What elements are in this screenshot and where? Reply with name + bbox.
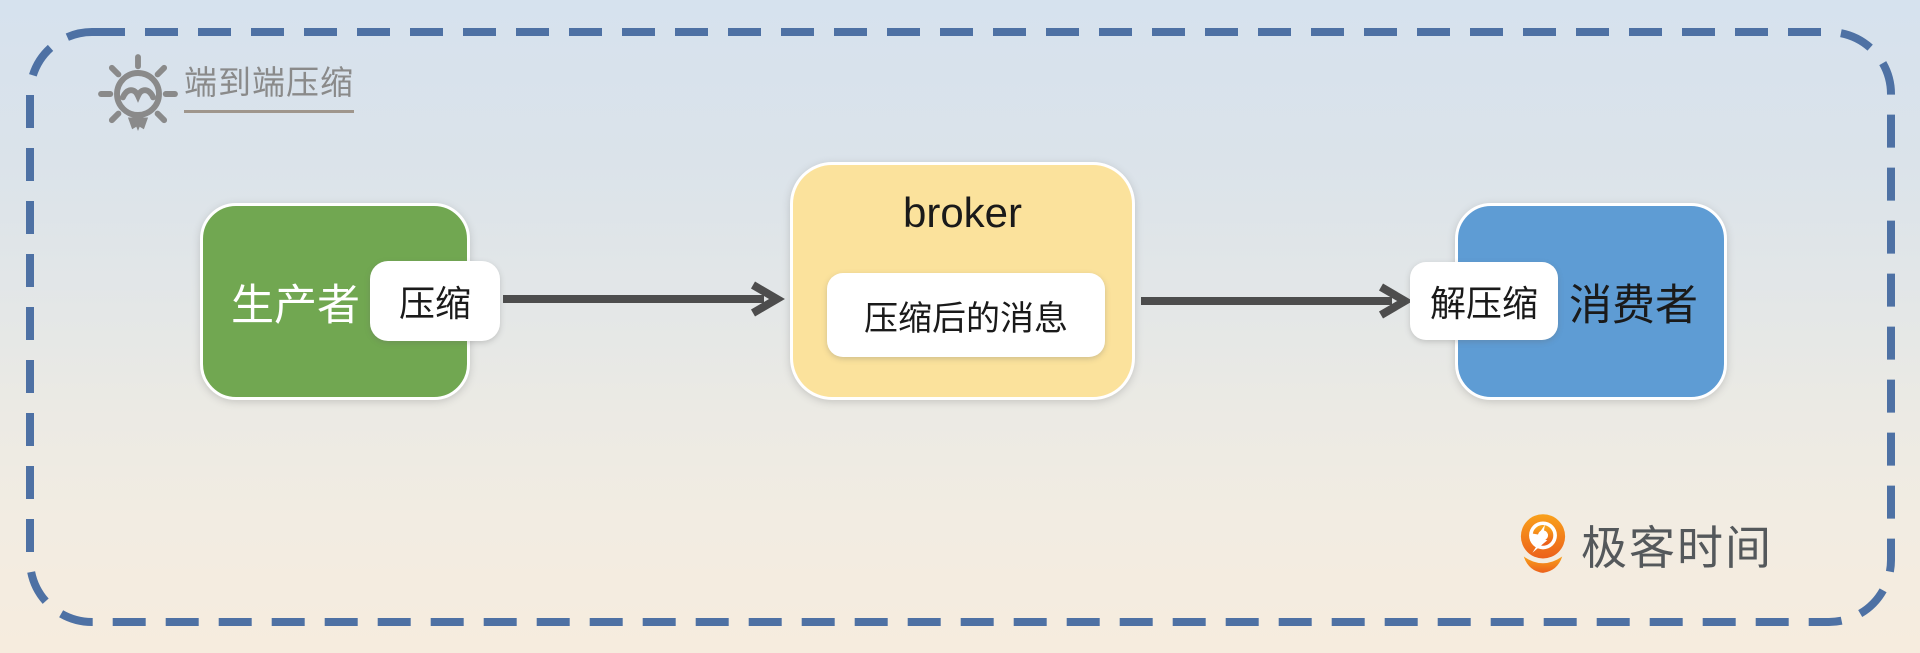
- compress-badge: 压缩: [370, 261, 500, 341]
- producer-label: 生产者: [231, 281, 360, 330]
- consumer-label: 消费者: [1569, 281, 1698, 330]
- broker-node: broker 压缩后的消息: [790, 162, 1135, 400]
- geektime-logo: 极客时间: [1518, 512, 1773, 578]
- note-label: 端到端压缩: [184, 56, 354, 113]
- decompress-badge: 解压缩: [1410, 262, 1558, 340]
- geektime-pin-icon: [1520, 514, 1566, 573]
- compressed-message-badge: 压缩后的消息: [827, 273, 1105, 357]
- arrow-producer-to-broker: [503, 281, 785, 317]
- broker-title: broker: [902, 189, 1023, 236]
- arrow-broker-to-consumer: [1141, 283, 1413, 319]
- lightbulb-icon: [98, 54, 178, 131]
- geektime-logo-text: 极客时间: [1581, 522, 1773, 574]
